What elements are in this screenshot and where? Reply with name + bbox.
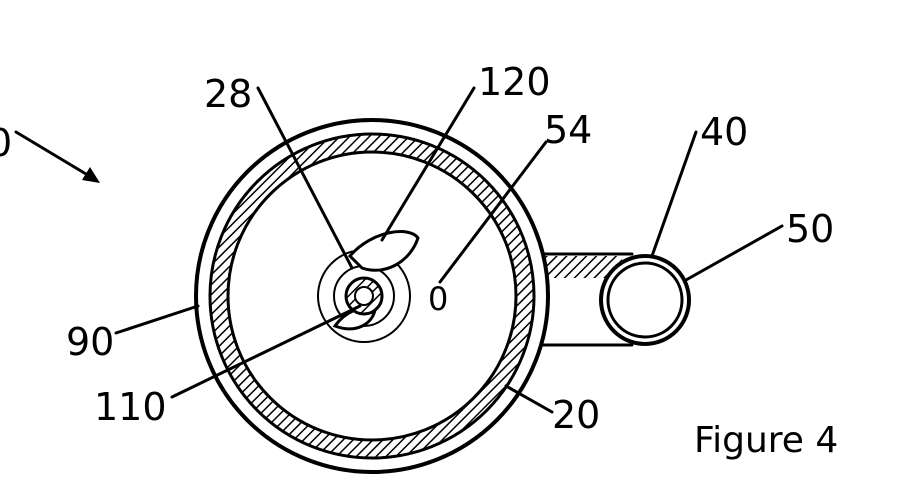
- side-tube: [599, 254, 691, 346]
- label-0: 0: [428, 280, 448, 318]
- label-10: 0: [0, 121, 12, 165]
- leader-lines: [14, 86, 784, 414]
- label-110: 110: [94, 385, 167, 429]
- label-40: 40: [700, 110, 748, 154]
- label-54: 54: [544, 108, 592, 152]
- label-90: 90: [66, 320, 114, 364]
- label-20: 20: [552, 393, 600, 437]
- label-120: 120: [478, 60, 551, 104]
- label-50: 50: [786, 207, 834, 251]
- label-28: 28: [204, 72, 252, 116]
- figure-caption: Figure 4: [694, 420, 838, 461]
- reference-labels: 0 28 120 54 40 50 90 110 20 0: [0, 60, 834, 437]
